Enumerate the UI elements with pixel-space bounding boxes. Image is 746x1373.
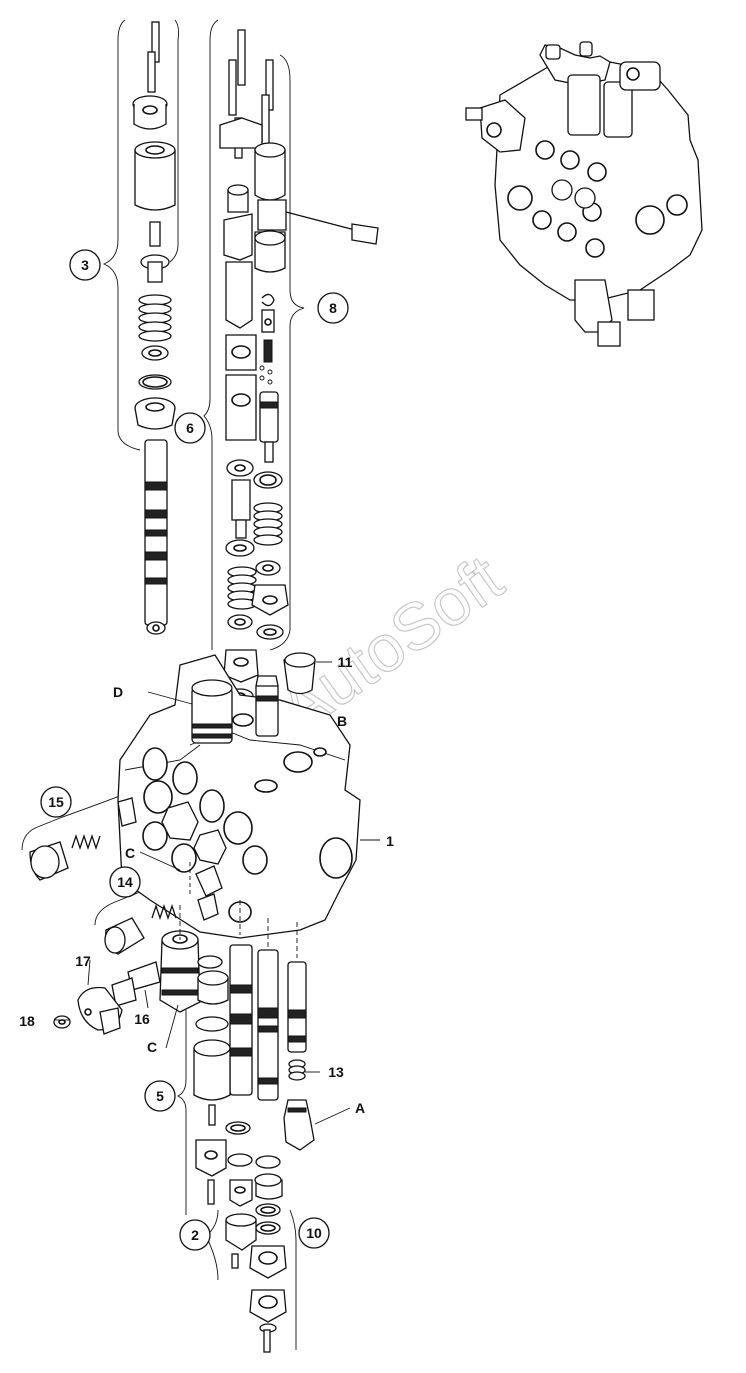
spring xyxy=(253,502,283,546)
callout-8: 8 xyxy=(329,300,337,316)
spring xyxy=(138,294,172,342)
callout-5: 5 xyxy=(156,1088,164,1104)
callout-6: 6 xyxy=(186,420,194,436)
spring xyxy=(71,833,101,851)
callout-C-upper: C xyxy=(125,845,135,861)
callout-2-circle xyxy=(179,1219,211,1251)
callout-3-circle xyxy=(69,249,101,281)
callout-16: 16 xyxy=(134,1011,150,1027)
callout-17: 17 xyxy=(75,953,91,969)
solenoid-assembly-16-17-18 xyxy=(53,930,201,1035)
callout-15: 15 xyxy=(48,794,64,810)
leader-lines xyxy=(54,661,380,1125)
callouts: 3 8 6 11 D B 1 15 C 14 17 18 16 C 13 5 A… xyxy=(19,249,394,1251)
callout-D: D xyxy=(113,684,123,700)
callout-5-circle xyxy=(144,1080,176,1112)
callout-3: 3 xyxy=(81,257,89,273)
lower-spool-stack xyxy=(179,900,315,1353)
group-brackets xyxy=(21,19,305,1350)
plug-assembly-14 xyxy=(104,862,223,955)
callout-10: 10 xyxy=(306,1225,322,1241)
callout-10-circle xyxy=(298,1217,330,1249)
callout-13: 13 xyxy=(328,1064,344,1080)
callout-6-circle xyxy=(174,412,206,444)
valve-body xyxy=(117,652,361,939)
callout-18: 18 xyxy=(19,1013,35,1029)
callout-B: B xyxy=(337,713,347,729)
spool-stack-3 xyxy=(132,21,176,635)
callout-A: A xyxy=(355,1100,365,1116)
callout-11: 11 xyxy=(338,654,353,670)
callout-8-circle xyxy=(317,292,349,324)
plug-assembly-15 xyxy=(29,797,137,881)
spool-stack-8-6 xyxy=(219,29,379,727)
callout-14-circle xyxy=(109,866,141,898)
spring xyxy=(227,566,257,610)
callout-1: 1 xyxy=(386,833,394,849)
callout-2: 2 xyxy=(191,1227,199,1243)
spring-13 xyxy=(288,1059,306,1081)
callout-15-circle xyxy=(40,786,72,818)
callout-14: 14 xyxy=(117,874,133,890)
assembled-valve-view xyxy=(465,41,703,347)
callout-C-lower: C xyxy=(147,1039,157,1055)
